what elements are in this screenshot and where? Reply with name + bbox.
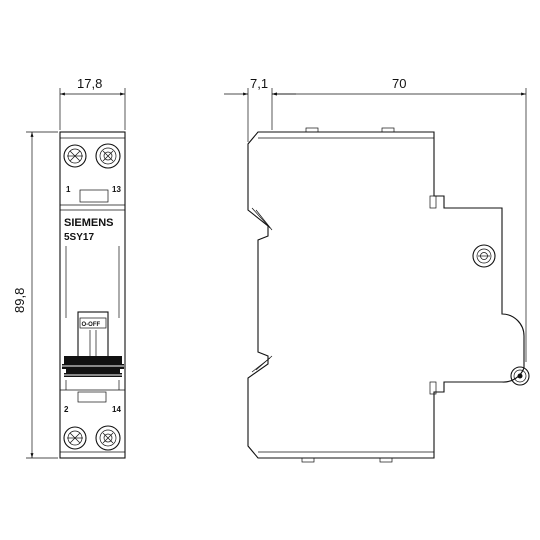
switch-lever xyxy=(62,356,124,377)
side-top-clip-1 xyxy=(305,127,319,133)
side-view xyxy=(247,127,530,463)
dimension-front-height: 89,8 xyxy=(12,131,58,459)
dimension-side-offset-label: 7,1 xyxy=(250,76,268,91)
dimension-side-depth: 70 xyxy=(272,76,527,362)
terminal-label-14: 14 xyxy=(112,405,121,414)
rail-notch-bottom xyxy=(429,381,437,395)
terminal-screw-top-right xyxy=(95,143,121,169)
dimension-front-height-label: 89,8 xyxy=(12,288,27,313)
dimension-front-width: 17,8 xyxy=(59,76,126,130)
terminal-screw-top-left xyxy=(63,144,87,168)
side-bottom-clip-2 xyxy=(379,457,393,463)
dimension-side-depth-label: 70 xyxy=(392,76,406,91)
top-busbar-slot xyxy=(79,189,109,203)
terminal-label-2: 2 xyxy=(64,405,69,414)
side-top-clip-2 xyxy=(381,127,395,133)
front-view: 1 13 SIEMENS 5SY17 O-OFF xyxy=(59,131,126,459)
side-screw xyxy=(472,244,496,268)
side-bottom-clip-1 xyxy=(301,457,315,463)
switch-off-label: O-OFF xyxy=(82,322,101,328)
dimension-front-width-label: 17,8 xyxy=(77,76,102,91)
front-body-outline xyxy=(59,131,126,459)
toggle-housing xyxy=(77,311,109,361)
bottom-busbar-slot xyxy=(77,391,107,403)
rail-notch-top xyxy=(429,195,437,209)
toggle-label-plate xyxy=(79,317,107,329)
terminal-screw-bottom-right xyxy=(95,425,121,451)
terminal-label-13: 13 xyxy=(112,185,121,194)
model-label: 5SY17 xyxy=(64,232,94,243)
side-body-outline xyxy=(247,131,525,459)
rail-release-knob xyxy=(510,366,530,386)
terminal-screw-bottom-left xyxy=(63,426,87,450)
brand-label: SIEMENS xyxy=(64,217,114,229)
terminal-label-1: 1 xyxy=(66,185,71,194)
